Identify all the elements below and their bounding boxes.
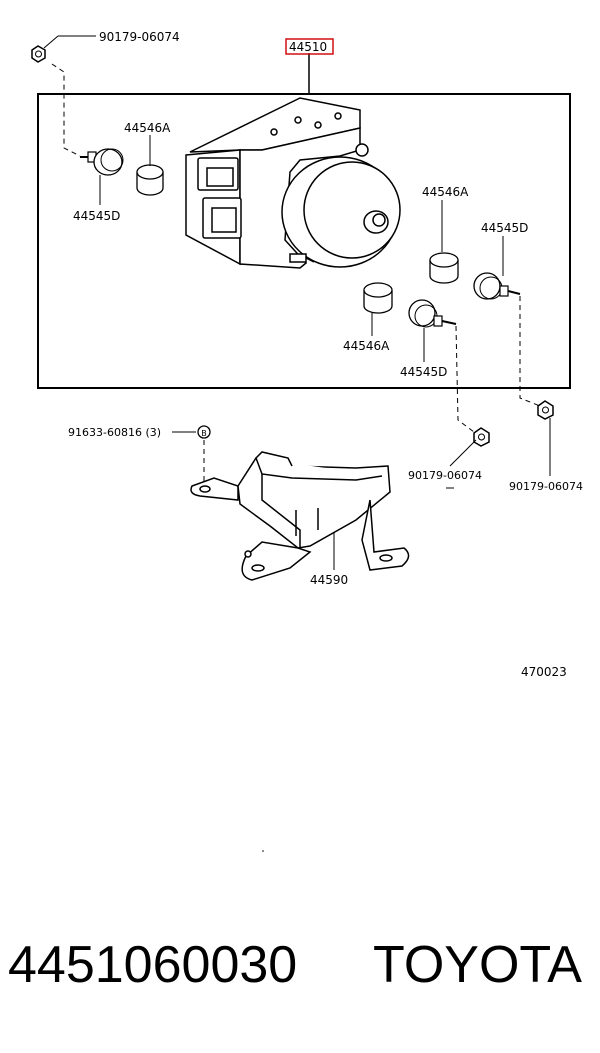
dash-path-right [519, 296, 541, 407]
label-nut-top-left: 90179-06074 [99, 30, 180, 44]
bracket-icon [190, 451, 410, 581]
label-bushing-right-upper: 44545D [481, 221, 528, 235]
dash-path-mid [455, 325, 475, 433]
collar-left-icon [136, 164, 164, 196]
label-collar-left: 44546A [124, 121, 171, 135]
collar-right-upper-icon [429, 252, 459, 284]
leader-nut-bottom-mid [449, 439, 477, 467]
label-bolt-bracket: 91633-60816 (3) [68, 426, 161, 439]
dash-path-top-left [51, 63, 81, 157]
footer-banner: 4451060030 TOYOTA [0, 935, 600, 1005]
stray-mark [262, 850, 264, 852]
part-number: 4451060030 [8, 936, 298, 994]
label-nut-bottom-right: 90179-06074 [509, 480, 583, 493]
nut-bottom-mid-icon [473, 427, 490, 447]
collar-right-lower-icon [363, 282, 393, 314]
svg-text:B: B [201, 429, 207, 438]
nut-top-left-icon [31, 45, 46, 63]
label-bushing-left: 44545D [73, 209, 120, 223]
assembly-label-highlight [285, 38, 334, 55]
label-collar-right-upper: 44546A [422, 185, 469, 199]
bushing-right-lower-icon [408, 299, 457, 328]
assembly-box [37, 93, 571, 389]
label-bracket: 44590 [310, 573, 348, 587]
label-44510: 44510 [289, 40, 327, 54]
label-nut-bottom-mid: 90179-06074 [408, 469, 482, 482]
nut-bottom-right-icon [537, 400, 554, 420]
diagram-code: 470023 [521, 665, 567, 679]
brand-name: TOYOTA [373, 936, 582, 994]
abs-actuator-icon [185, 97, 401, 269]
leader-nut-top-left [43, 35, 59, 49]
label-collar-right-lower: 44546A [343, 339, 390, 353]
bushing-left-icon [80, 148, 124, 176]
bolt-bracket-icon: B [197, 425, 211, 439]
bushing-right-upper-icon [473, 272, 521, 300]
label-bushing-right-lower: 44545D [400, 365, 447, 379]
exploded-parts-diagram: 44510 90179-06074 44545D 44546A [31, 30, 583, 852]
